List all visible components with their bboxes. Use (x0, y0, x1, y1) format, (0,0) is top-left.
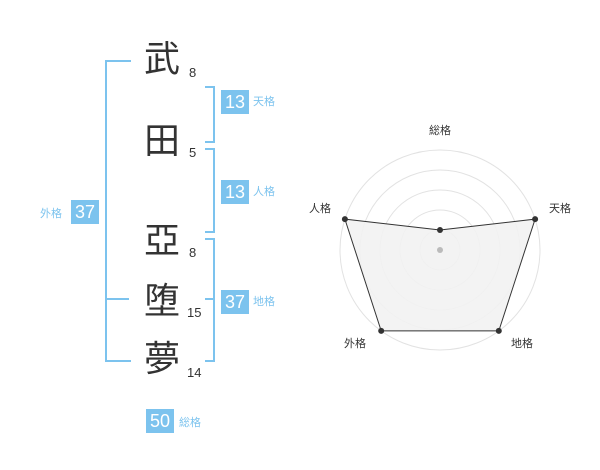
chikaku-label: 地格 (253, 295, 275, 308)
soukaku-label: 総格 (179, 416, 201, 429)
stroke-count-2: 5 (189, 145, 197, 160)
stroke-count-3: 8 (189, 245, 197, 260)
gaikaku-label: 外格 (40, 207, 62, 220)
radar-point-2 (495, 327, 502, 334)
soukaku-value: 50 (146, 409, 174, 433)
name-char-1: 武 (143, 39, 180, 80)
jinkaku-label: 人格 (253, 185, 275, 198)
chikaku-value: 37 (221, 290, 249, 314)
chikaku-bracket (205, 238, 215, 362)
stroke-count-5: 14 (187, 365, 202, 380)
name-char-4: 堕 (143, 281, 180, 322)
tenkaku-value: 13 (221, 90, 249, 114)
name-char-5: 夢 (143, 339, 180, 380)
radar-points (341, 216, 539, 334)
jinkaku-value: 13 (221, 180, 249, 204)
radar-point-4 (341, 216, 348, 223)
tenkaku-bracket (205, 86, 215, 143)
stroke-count-4: 15 (187, 305, 202, 320)
tenkaku-label: 天格 (253, 95, 275, 108)
jinkaku-bracket (205, 148, 215, 233)
chikaku-bracket-tick (205, 298, 213, 300)
name-char-3: 亞 (143, 221, 180, 262)
radar-shape (344, 218, 536, 332)
radar-point-0 (437, 227, 443, 233)
radar-label-chikaku: 地格 (511, 336, 533, 350)
radar-center-dot (437, 247, 443, 253)
gaikaku-bracket-tick (105, 298, 129, 300)
gaikaku-bracket (105, 60, 131, 362)
radar-label-soukaku: 総格 (429, 123, 451, 137)
radar-label-tenkaku: 天格 (549, 201, 571, 215)
radar-label-gaikaku: 外格 (344, 336, 366, 350)
radar-label-jinkaku: 人格 (309, 201, 331, 215)
radar-grid-ring-5 (339, 149, 541, 351)
gaikaku-value: 37 (71, 200, 99, 224)
name-char-2: 田 (143, 121, 180, 162)
radar-point-3 (378, 327, 385, 334)
stroke-count-1: 8 (189, 65, 197, 80)
radar-point-1 (532, 216, 539, 223)
